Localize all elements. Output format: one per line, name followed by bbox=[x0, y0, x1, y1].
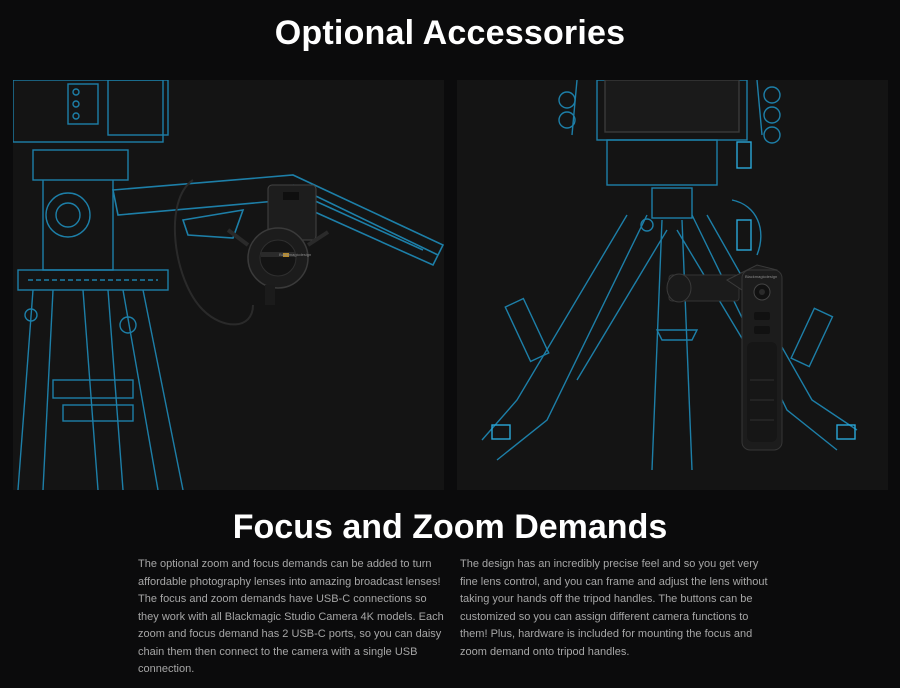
zoom-demand-device bbox=[173, 179, 330, 326]
description-paragraph-left: The optional zoom and focus demands can … bbox=[138, 558, 444, 675]
device-brand-label: Blackmagicdesign bbox=[279, 252, 311, 257]
zoom-demand-image: Blackmagicdesign bbox=[13, 80, 444, 490]
focus-demand-image: Blackmagicdesign bbox=[457, 80, 888, 490]
pan-handle-wireframe bbox=[112, 174, 444, 267]
camera-wireframe bbox=[481, 80, 858, 471]
device-brand-label: Blackmagicdesign bbox=[745, 274, 777, 279]
section-title-optional-accessories: Optional Accessories bbox=[274, 14, 626, 52]
tripod-handle-wireframe-illustration: Blackmagicdesign bbox=[13, 80, 444, 490]
focus-demand-device bbox=[666, 264, 783, 451]
description-paragraph-right: The design has an incredibly precise fee… bbox=[460, 558, 768, 658]
camera-wireframe bbox=[13, 80, 184, 490]
tripod-wireframe-illustration: Blackmagicdesign bbox=[457, 80, 888, 490]
section-title-focus-zoom-demands: Focus and Zoom Demands bbox=[232, 508, 668, 546]
